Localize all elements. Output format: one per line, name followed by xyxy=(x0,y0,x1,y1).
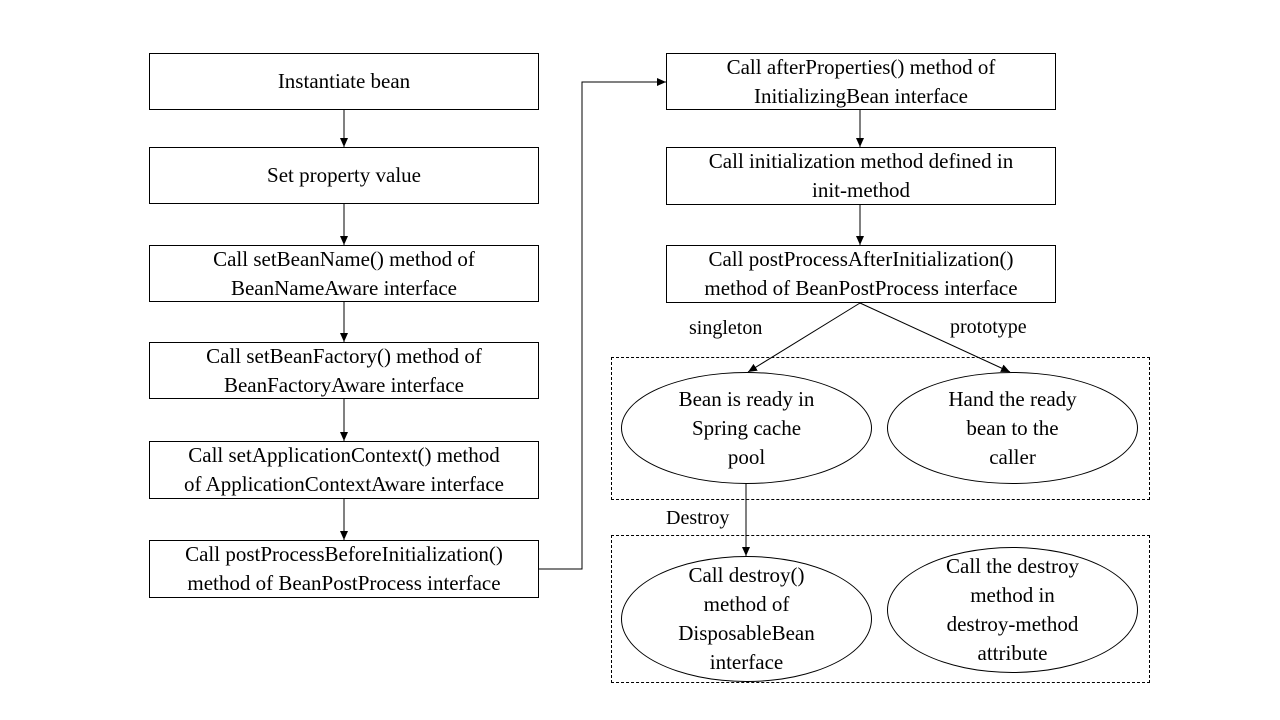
ellipse-line: method of xyxy=(703,592,790,616)
box-line: init-method xyxy=(812,178,910,202)
box-line: BeanNameAware interface xyxy=(230,275,458,300)
ellipse-line: Hand the ready xyxy=(948,386,1077,411)
destroy-group-frame xyxy=(611,535,1150,683)
ellipse-line: pool xyxy=(727,444,766,469)
box-line: method of BeanPostProcess interface xyxy=(704,276,1018,300)
box-line: of ApplicationContextAware interface xyxy=(184,472,504,496)
ellipse-line: DisposableBean xyxy=(678,621,815,645)
set-application-context-box: Call setApplicationContext() method of A… xyxy=(149,441,539,499)
singleton-label: singleton xyxy=(689,317,763,339)
arrow-post-after-to-prototype xyxy=(859,302,1011,373)
instantiate-bean-box: Instantiate bean xyxy=(149,53,539,110)
ellipse-line: Spring cache xyxy=(691,415,802,440)
ellipse-line: Call the destroy xyxy=(946,554,1079,578)
destroy-method-ellipse: Call the destroy method in destroy-metho… xyxy=(887,547,1138,673)
ellipse-line: destroy-method xyxy=(946,612,1079,636)
ellipse-line: bean to the xyxy=(966,415,1059,440)
destroy-label: Destroy xyxy=(666,507,730,529)
box-line: Instantiate bean xyxy=(277,69,411,93)
post-process-after-init-box: Call postProcessAfterInitialization() me… xyxy=(666,245,1056,303)
box-line: Call setApplicationContext() method xyxy=(188,443,500,467)
box-line: Call initialization method defined in xyxy=(708,149,1014,173)
box-line: Set property value xyxy=(267,163,421,187)
box-line: Call postProcessBeforeInitialization() xyxy=(185,542,503,566)
ellipse-line: interface xyxy=(709,650,784,674)
ellipse-line: attribute xyxy=(977,641,1048,665)
after-properties-box: Call afterProperties() method of Initial… xyxy=(666,53,1056,110)
ellipse-line: method in xyxy=(970,583,1055,607)
ellipse-line: caller xyxy=(989,444,1036,469)
ellipse-line: Bean is ready in xyxy=(678,386,815,411)
arrow-post-after-to-singleton xyxy=(747,302,861,373)
set-bean-factory-box: Call setBeanFactory() method of BeanFact… xyxy=(149,342,539,399)
prototype-label: prototype xyxy=(950,316,1027,338)
post-process-before-init-box: Call postProcessBeforeInitialization() m… xyxy=(149,540,539,598)
box-line: method of BeanPostProcess interface xyxy=(187,571,501,595)
box-line: BeanFactoryAware interface xyxy=(223,372,465,397)
scope-group-frame xyxy=(611,357,1150,500)
set-bean-name-box: Call setBeanName() method of BeanNameAwa… xyxy=(149,245,539,302)
box-line: Call afterProperties() method of xyxy=(726,54,996,79)
ellipse-line: Call destroy() xyxy=(688,563,805,587)
box-line: Call setBeanName() method of xyxy=(213,246,475,271)
init-method-box: Call initialization method defined in in… xyxy=(666,147,1056,205)
arrow-post-before-to-after-properties xyxy=(538,78,666,570)
set-property-box: Set property value xyxy=(149,147,539,204)
box-line: Call postProcessAfterInitialization() xyxy=(708,247,1014,271)
disposable-bean-destroy-ellipse: Call destroy() method of DisposableBean … xyxy=(621,556,872,682)
singleton-outcome-ellipse: Bean is ready in Spring cache pool xyxy=(621,372,872,484)
box-line: Call setBeanFactory() method of xyxy=(206,343,482,368)
prototype-outcome-ellipse: Hand the ready bean to the caller xyxy=(887,372,1138,484)
box-line: InitializingBean interface xyxy=(754,83,968,108)
